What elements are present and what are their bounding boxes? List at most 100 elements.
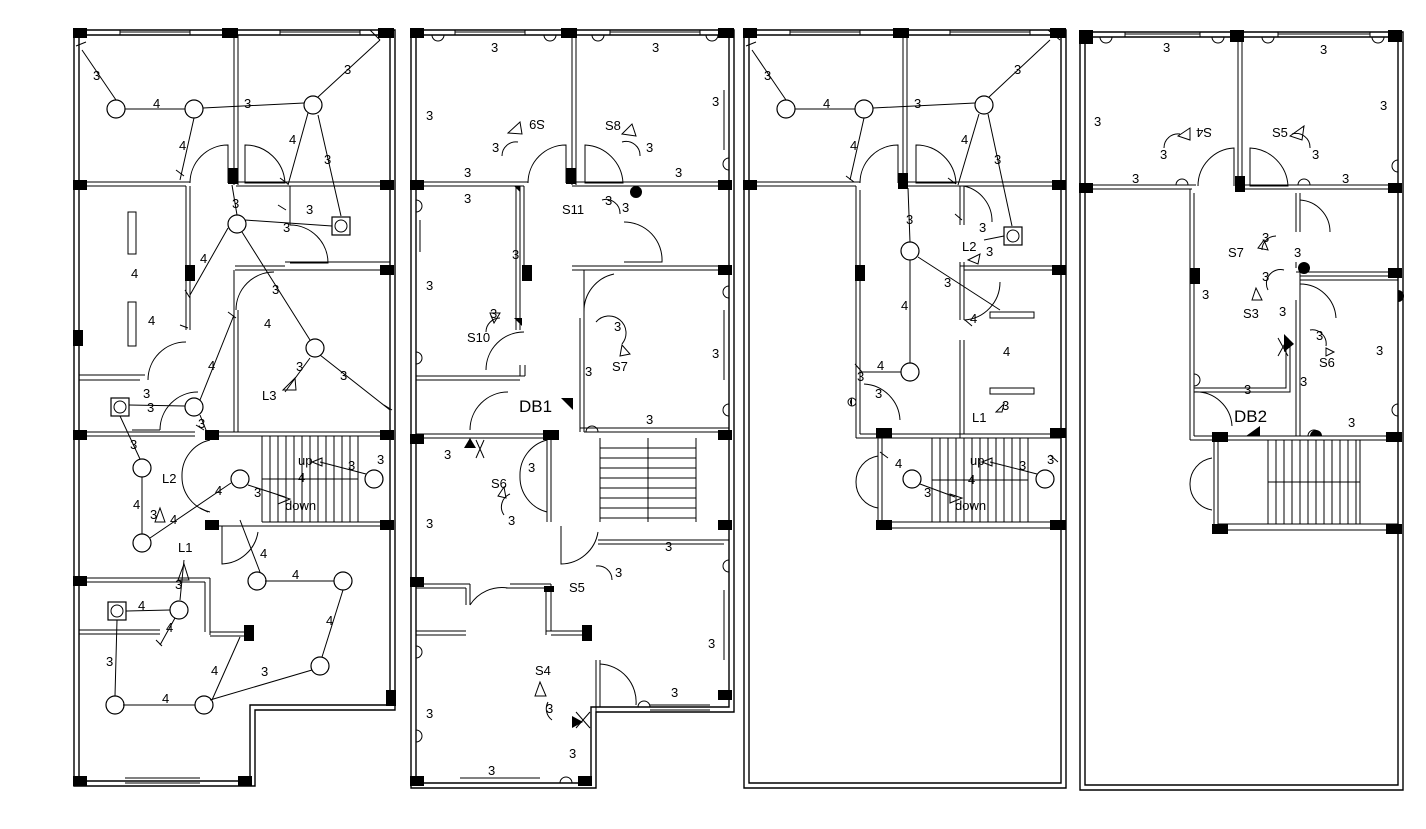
plan-2-wire-counts: 3 3 3 3 3 3 3 3 3 3 3 3 3 3 3 3 3 3 3 3 … <box>426 40 719 778</box>
svg-text:4: 4 <box>133 497 140 512</box>
svg-text:4: 4 <box>895 456 902 471</box>
svg-text:3: 3 <box>924 485 931 500</box>
plan-2-s6-label: S6 <box>491 476 507 491</box>
svg-text:4: 4 <box>292 567 299 582</box>
svg-text:3: 3 <box>712 346 719 361</box>
svg-text:3: 3 <box>324 152 331 167</box>
svg-text:3: 3 <box>1312 147 1319 162</box>
svg-text:4: 4 <box>138 598 145 613</box>
svg-text:3: 3 <box>1047 452 1054 467</box>
svg-text:3: 3 <box>106 654 113 669</box>
svg-text:3: 3 <box>675 165 682 180</box>
svg-text:3: 3 <box>426 108 433 123</box>
plan-3-l2-label: L2 <box>962 239 976 254</box>
svg-text:4: 4 <box>260 546 267 561</box>
svg-text:3: 3 <box>426 516 433 531</box>
plan-2-s5-label: S5 <box>569 580 585 595</box>
plan-2-s7-label: S7 <box>612 359 628 374</box>
plan-4-layout: S4 S5 S7 S3 S6 DB2 3 3 3 3 3 3 3 3 3 3 3… <box>1079 30 1404 791</box>
svg-text:3: 3 <box>488 763 495 778</box>
svg-text:4: 4 <box>153 96 160 111</box>
svg-text:3: 3 <box>764 68 771 83</box>
svg-text:4: 4 <box>166 620 173 635</box>
svg-text:3: 3 <box>857 369 864 384</box>
svg-text:3: 3 <box>665 539 672 554</box>
plan-3-down-label: down <box>955 498 986 513</box>
svg-text:3: 3 <box>93 68 100 83</box>
plan-4-s3-label: S3 <box>1243 306 1259 321</box>
plan-1-layout: L3 L2 L1 up down 3 4 3 3 4 4 3 3 3 3 4 4… <box>73 28 396 787</box>
svg-text:4: 4 <box>215 483 222 498</box>
svg-text:3: 3 <box>944 275 951 290</box>
svg-text:3: 3 <box>254 485 261 500</box>
svg-text:3: 3 <box>306 202 313 217</box>
svg-text:4: 4 <box>823 96 830 111</box>
svg-text:3: 3 <box>671 685 678 700</box>
svg-text:3: 3 <box>147 400 154 415</box>
svg-text:4: 4 <box>1003 344 1010 359</box>
plan-4-stairs <box>1267 440 1361 524</box>
svg-text:3: 3 <box>1094 114 1101 129</box>
svg-text:4: 4 <box>877 358 884 373</box>
svg-text:4: 4 <box>208 358 215 373</box>
svg-text:3: 3 <box>508 513 515 528</box>
svg-text:4: 4 <box>148 313 155 328</box>
svg-text:3: 3 <box>1160 147 1167 162</box>
svg-text:3: 3 <box>986 244 993 259</box>
svg-text:3: 3 <box>1244 382 1251 397</box>
svg-text:3: 3 <box>492 140 499 155</box>
plan-3-l1-label: L1 <box>972 410 986 425</box>
plan-4-wire-counts: 3 3 3 3 3 3 3 3 3 3 3 3 3 3 3 3 3 3 <box>1094 40 1387 430</box>
plan-3-wire-counts: 3 4 3 3 4 4 3 3 3 3 3 4 4 4 4 3 3 3 3 3 … <box>764 62 1054 500</box>
plan-2-s4-label: S4 <box>535 663 551 678</box>
svg-text:3: 3 <box>615 565 622 580</box>
svg-text:3: 3 <box>348 458 355 473</box>
svg-text:3: 3 <box>244 96 251 111</box>
svg-text:3: 3 <box>528 460 535 475</box>
svg-text:3: 3 <box>1279 304 1286 319</box>
svg-text:3: 3 <box>464 191 471 206</box>
svg-text:3: 3 <box>150 507 157 522</box>
svg-text:3: 3 <box>622 200 629 215</box>
plan-4-s6-label: S6 <box>1319 355 1335 370</box>
svg-text:3: 3 <box>614 319 621 334</box>
plan-2-s11-label: S11 <box>562 202 584 217</box>
svg-text:3: 3 <box>490 306 497 321</box>
svg-text:3: 3 <box>426 706 433 721</box>
svg-text:3: 3 <box>546 701 553 716</box>
svg-text:3: 3 <box>1348 415 1355 430</box>
svg-text:3: 3 <box>143 386 150 401</box>
plan-1-up-label: up <box>298 453 312 468</box>
svg-text:4: 4 <box>211 663 218 678</box>
svg-text:3: 3 <box>1380 98 1387 113</box>
svg-text:3: 3 <box>569 746 576 761</box>
plan-2-stairs <box>599 438 697 522</box>
svg-text:3: 3 <box>1019 458 1026 473</box>
svg-text:3: 3 <box>994 152 1001 167</box>
plan-4-s5-label: S5 <box>1272 125 1288 140</box>
svg-text:3: 3 <box>444 447 451 462</box>
svg-text:4: 4 <box>289 132 296 147</box>
svg-text:3: 3 <box>1132 171 1139 186</box>
plan-4-s4-label: S4 <box>1196 125 1212 140</box>
svg-text:4: 4 <box>298 470 305 485</box>
svg-text:3: 3 <box>1316 328 1323 343</box>
svg-text:4: 4 <box>179 138 186 153</box>
plan-1-wire-counts: 3 4 3 3 4 4 3 3 3 3 4 4 3 4 4 4 3 3 3 3 … <box>93 62 384 706</box>
svg-text:3: 3 <box>512 247 519 262</box>
svg-text:3: 3 <box>914 96 921 111</box>
svg-text:3: 3 <box>708 636 715 651</box>
plan-4-db2-label: DB2 <box>1234 407 1267 426</box>
svg-text:4: 4 <box>961 132 968 147</box>
svg-text:3: 3 <box>652 40 659 55</box>
svg-text:4: 4 <box>264 316 271 331</box>
svg-text:4: 4 <box>170 512 177 527</box>
svg-text:3: 3 <box>344 62 351 77</box>
svg-text:3: 3 <box>1376 343 1383 358</box>
svg-text:3: 3 <box>296 359 303 374</box>
svg-text:3: 3 <box>426 278 433 293</box>
svg-text:3: 3 <box>712 94 719 109</box>
svg-text:3: 3 <box>272 282 279 297</box>
svg-text:4: 4 <box>200 251 207 266</box>
svg-text:3: 3 <box>1202 287 1209 302</box>
